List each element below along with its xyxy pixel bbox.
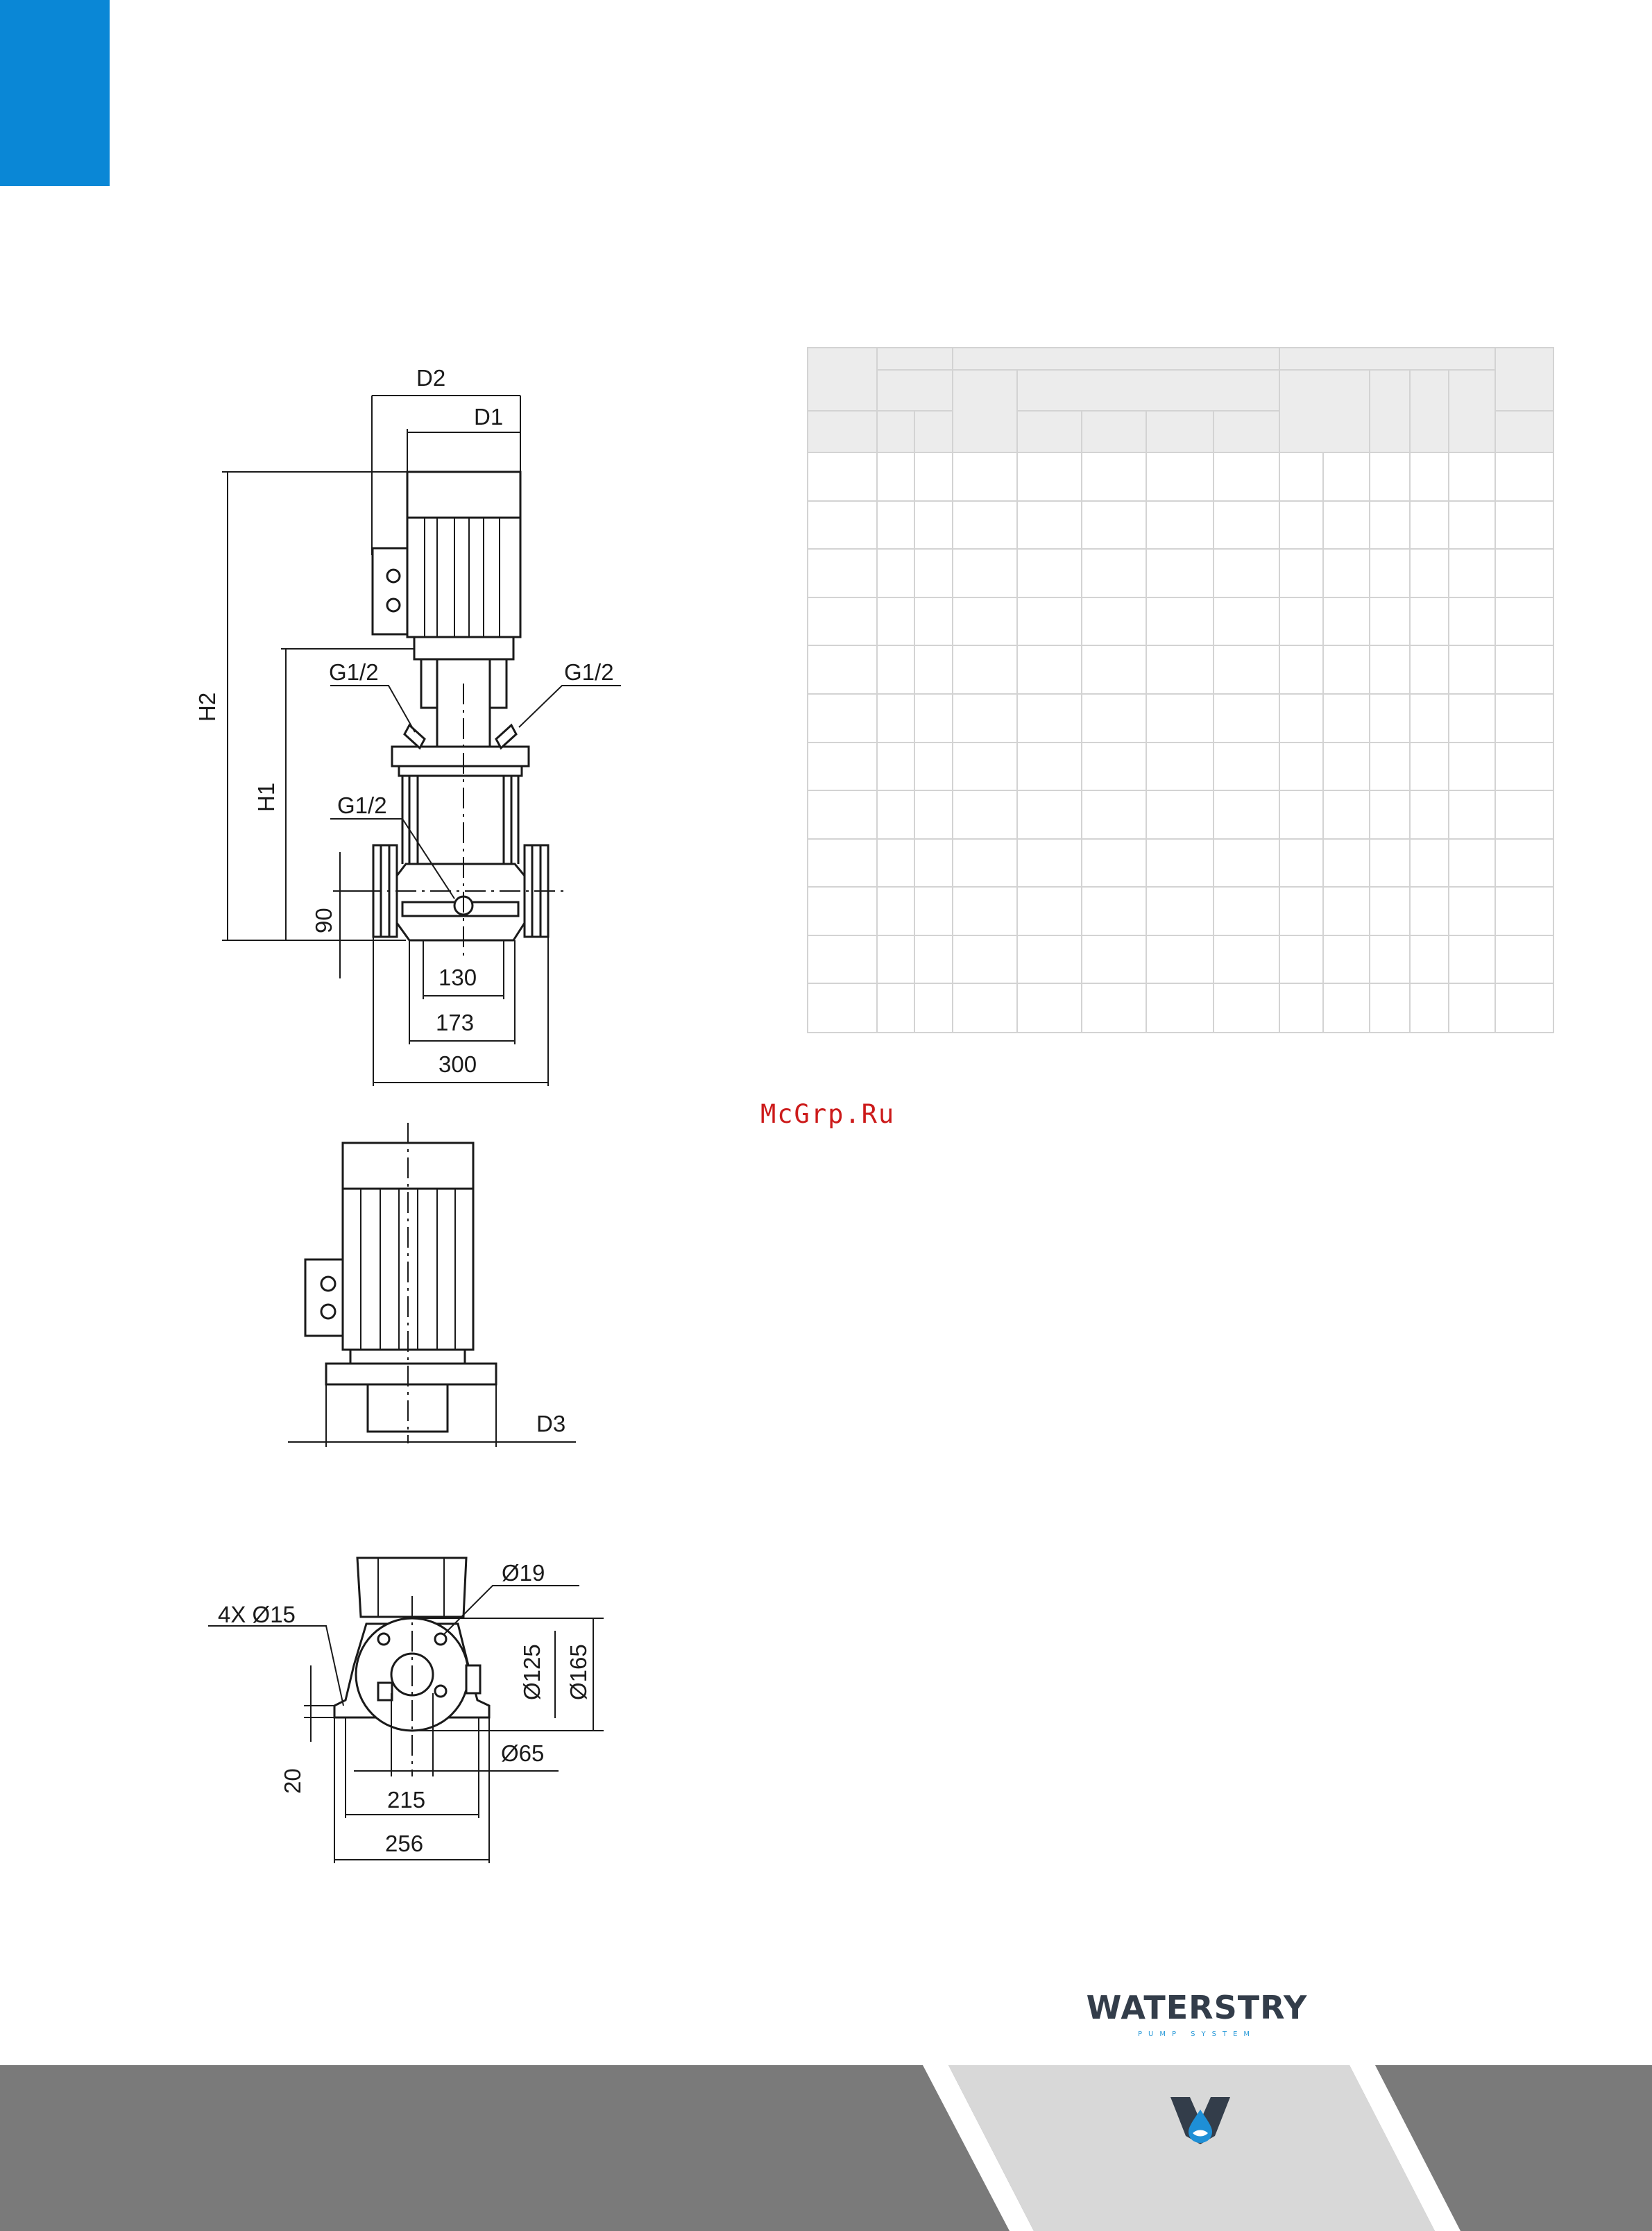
label-d1: D1 bbox=[474, 404, 503, 430]
base-view-drawing bbox=[208, 1556, 604, 1863]
label-g12-center: G1/2 bbox=[337, 792, 387, 818]
watermark-text: McGrp.Ru bbox=[760, 1099, 896, 1129]
label-g12-left: G1/2 bbox=[329, 659, 379, 685]
front-view-drawing bbox=[222, 395, 621, 1086]
side-view-drawing bbox=[288, 1123, 576, 1447]
label-dim-215: 215 bbox=[387, 1787, 425, 1813]
brand-name: WATERSTRY bbox=[1086, 1989, 1308, 2026]
label-dim-20: 20 bbox=[280, 1768, 305, 1794]
brand-tagline: PUMP SYSTEM bbox=[1137, 2030, 1257, 2038]
label-d2: D2 bbox=[416, 365, 445, 391]
label-dia-165: Ø165 bbox=[565, 1644, 591, 1700]
accent-tab bbox=[0, 0, 110, 186]
label-dim-256: 256 bbox=[385, 1831, 423, 1856]
label-h2: H2 bbox=[194, 693, 220, 722]
label-h1: H1 bbox=[253, 783, 279, 812]
label-d3: D3 bbox=[536, 1411, 565, 1436]
waterstry-logo-icon bbox=[1170, 2097, 1230, 2144]
label-dim-130: 130 bbox=[438, 965, 477, 990]
label-dia-19: Ø19 bbox=[502, 1560, 545, 1586]
label-dim-173: 173 bbox=[436, 1010, 474, 1035]
label-dim-300: 300 bbox=[438, 1051, 477, 1077]
label-holes-4x15: 4X Ø15 bbox=[218, 1602, 296, 1627]
label-dia-65: Ø65 bbox=[501, 1740, 544, 1766]
footer-band bbox=[0, 2065, 1652, 2231]
label-dia-125: Ø125 bbox=[519, 1644, 545, 1700]
label-g12-right: G1/2 bbox=[564, 659, 614, 685]
specification-table-grid bbox=[807, 346, 1555, 1033]
label-dim-90: 90 bbox=[311, 908, 337, 933]
